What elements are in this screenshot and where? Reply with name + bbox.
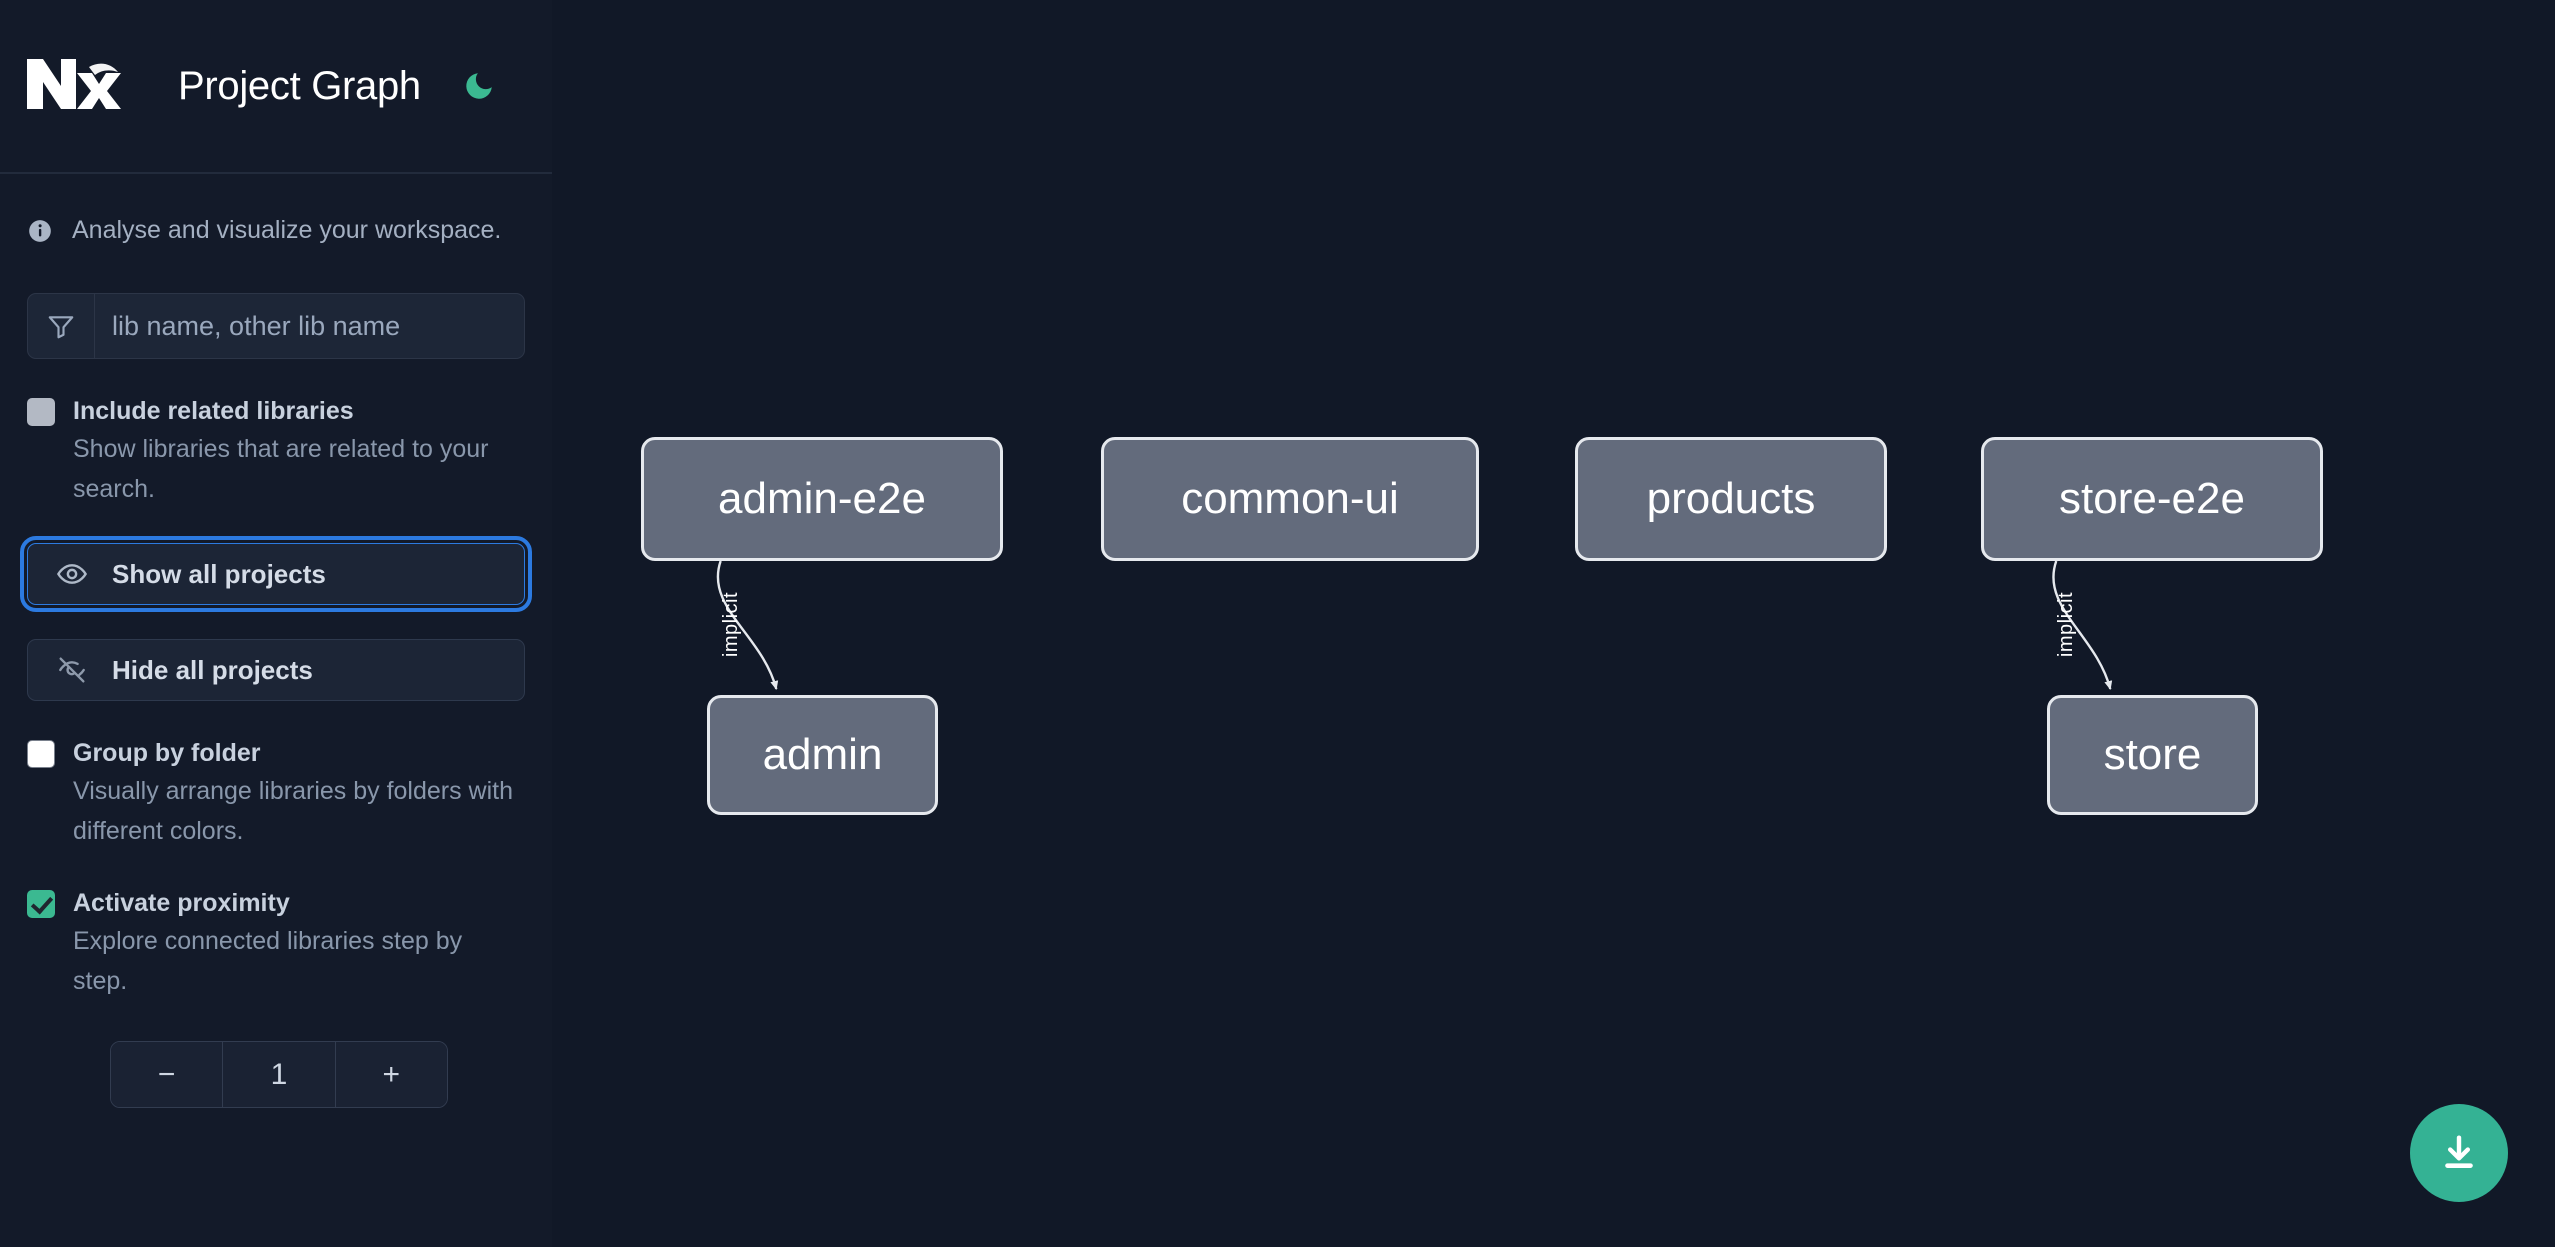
download-button[interactable] [2410, 1104, 2508, 1202]
option-description: Explore connected libraries step by step… [73, 927, 463, 995]
checkbox-group-by-folder[interactable] [27, 740, 55, 768]
option-activate-proximity[interactable]: Activate proximity Explore connected lib… [27, 885, 525, 1001]
hide-all-projects-label: Hide all projects [112, 654, 313, 685]
proximity-stepper[interactable]: − 1 + [110, 1041, 448, 1108]
option-label: Include related libraries [73, 397, 354, 425]
graph-node-store[interactable]: store [2047, 695, 2258, 815]
funnel-icon [28, 294, 95, 358]
search-field[interactable] [27, 293, 525, 359]
stepper-decrement-button[interactable]: − [111, 1042, 223, 1107]
info-icon [29, 219, 51, 242]
show-all-projects-label: Show all projects [112, 558, 326, 589]
graph-node-common-ui[interactable]: common-ui [1101, 437, 1479, 561]
graph-node-products[interactable]: products [1575, 437, 1887, 561]
eye-icon [57, 564, 87, 584]
option-group-by-folder[interactable]: Group by folder Visually arrange librari… [27, 735, 525, 851]
workspace-info-text: Analyse and visualize your workspace. [72, 216, 502, 244]
graph-node-admin[interactable]: admin [707, 695, 938, 815]
sidebar: Project Graph Analyse and visualize your… [0, 0, 552, 1247]
checkbox-activate-proximity[interactable] [27, 890, 55, 918]
sidebar-body: Analyse and visualize your workspace. In… [0, 174, 552, 1108]
option-label: Activate proximity [73, 889, 290, 917]
option-description: Visually arrange libraries by folders wi… [73, 777, 514, 845]
hide-all-projects-button[interactable]: Hide all projects [27, 639, 525, 701]
page-title: Project Graph [178, 63, 421, 108]
graph-canvas[interactable]: admin-e2e common-ui products store-e2e admin… [552, 0, 2555, 1247]
graph-edge-label-store-e2e-to-store: implicit [2055, 591, 2078, 658]
moon-icon[interactable] [459, 66, 499, 106]
show-all-projects-button[interactable]: Show all projects [20, 536, 532, 612]
stepper-value: 1 [222, 1042, 336, 1107]
download-icon [2445, 1135, 2473, 1168]
workspace-info: Analyse and visualize your workspace. [27, 174, 525, 245]
nx-logo-icon [27, 59, 121, 109]
graph-edges [716, 560, 2113, 690]
option-include-related-libraries[interactable]: Include related libraries Show libraries… [27, 393, 525, 509]
option-description: Show libraries that are related to your … [73, 435, 489, 503]
checkbox-include-related-libraries[interactable] [27, 398, 55, 426]
eye-off-icon [59, 657, 85, 683]
search-input[interactable] [95, 294, 524, 358]
graph-node-admin-e2e[interactable]: admin-e2e [641, 437, 1003, 561]
stepper-increment-button[interactable]: + [335, 1042, 447, 1107]
sidebar-header: Project Graph [0, 0, 552, 174]
graph-node-store-e2e[interactable]: store-e2e [1981, 437, 2323, 561]
graph-edge-label-admin-e2e-to-admin: implicit [719, 591, 742, 658]
option-label: Group by folder [73, 739, 261, 767]
